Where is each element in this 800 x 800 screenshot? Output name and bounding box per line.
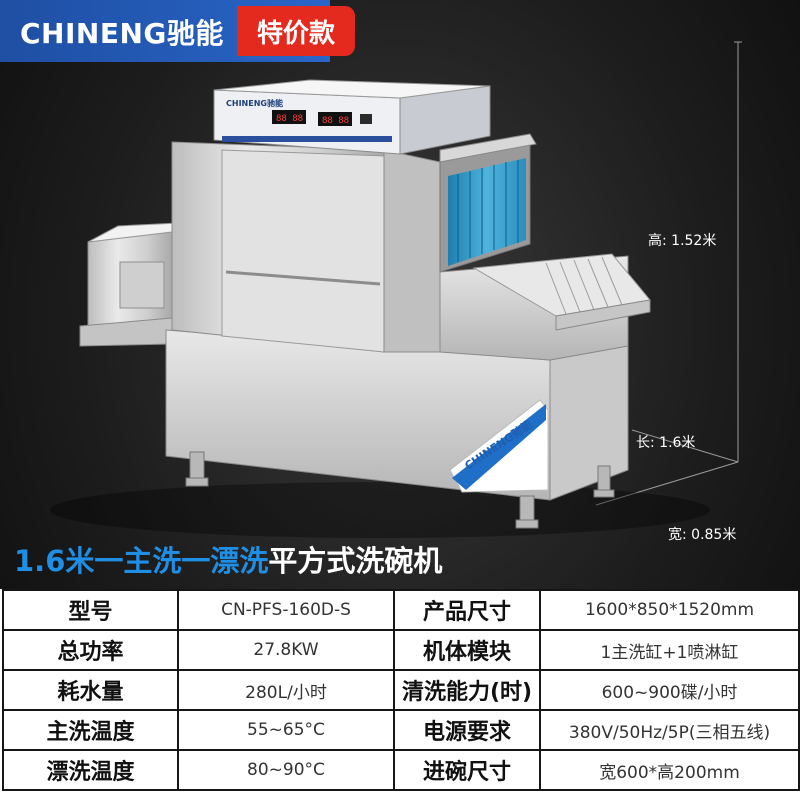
product-title-highlight: 1.6米一主洗一漂洗: [14, 544, 269, 578]
spec-label: 型号: [2, 589, 179, 631]
legs: [185, 451, 615, 529]
spec-label: 主洗温度: [2, 709, 179, 751]
conveyor-tunnel: [439, 133, 537, 273]
spec-value: 1主洗缸+1喷淋缸: [539, 629, 800, 671]
spec-label: 清洗能力(时): [393, 669, 541, 711]
control-panel: CHINENG驰能 88 88 88 88: [213, 79, 491, 155]
dimension-height: 高: 1.52米: [648, 233, 717, 249]
product-title: 1.6米一主洗一漂洗平方式洗碗机: [14, 538, 442, 580]
panel-brand: CHINENG驰能: [226, 98, 283, 108]
promo-badge: 特价款: [237, 6, 355, 56]
spec-label: 耗水量: [2, 669, 179, 711]
spec-value: 280L/小时: [177, 669, 395, 711]
spec-value: 380V/50Hz/5P(三相五线): [539, 709, 800, 751]
inlet-chamber: [79, 221, 201, 347]
display-right: 88 88: [322, 116, 349, 126]
spec-value: 1600*850*1520mm: [539, 589, 800, 631]
spec-value: 27.8KW: [177, 629, 395, 671]
spec-value: 55~65°C: [177, 709, 395, 751]
spec-value: 600~900碟/小时: [539, 669, 800, 711]
brand-logo: CHINENG驰能: [20, 17, 224, 50]
display-left: 88 88: [276, 114, 303, 124]
spec-value: 80~90°C: [177, 749, 395, 791]
spec-label: 机体模块: [393, 629, 541, 671]
dishwasher-illustration: CHINENG驰能 CHINENG驰能 88 88 88: [79, 41, 742, 529]
spec-label: 总功率: [2, 629, 179, 671]
dimension-width: 宽: 0.85米: [668, 527, 737, 543]
spec-label: 漂洗温度: [2, 749, 179, 791]
dimension-guides: [595, 41, 742, 506]
wash-tower: [171, 141, 441, 353]
spec-label: 产品尺寸: [393, 589, 541, 631]
dimension-length: 长: 1.6米: [636, 435, 696, 451]
spec-value: 宽600*高200mm: [539, 749, 800, 791]
product-title-rest: 平方式洗碗机: [268, 544, 443, 578]
lower-cabinet: CHINENG驰能: [165, 329, 629, 501]
outlet-conveyor: [439, 253, 651, 361]
spec-label: 电源要求: [393, 709, 541, 751]
spec-value: CN-PFS-160D-S: [177, 589, 395, 631]
spec-label: 进碗尺寸: [393, 749, 541, 791]
